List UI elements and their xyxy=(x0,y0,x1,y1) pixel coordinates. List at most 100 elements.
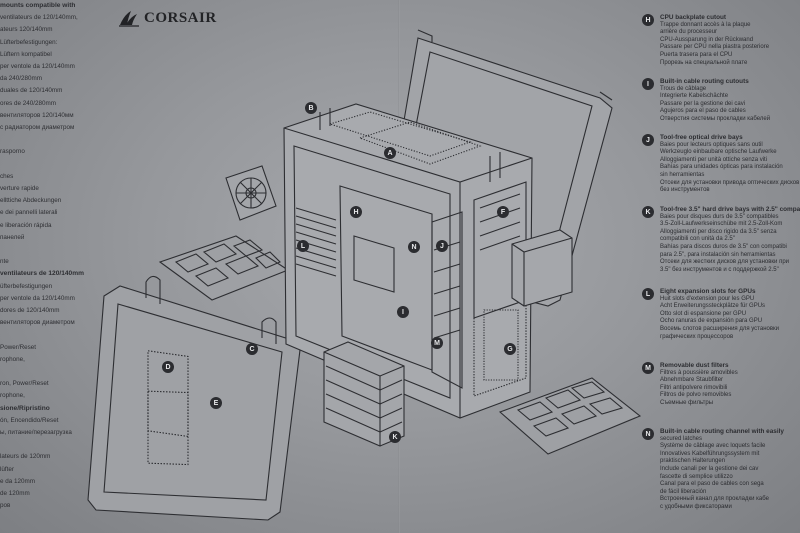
feature-line: Filtros de polvo removibles xyxy=(660,392,732,399)
callout-d: D xyxy=(162,361,174,373)
feature-line: Removable dust filters xyxy=(660,362,729,369)
feature-line: Filtri antipolvere rimovibili xyxy=(660,384,728,391)
feature-line: Ocho ranuras de expansión para GPU xyxy=(660,318,763,325)
left-side-panel xyxy=(87,275,301,521)
left-text-line: ров xyxy=(0,502,11,510)
left-text-line: e dei pannelli laterali xyxy=(0,209,58,217)
feature-line: Built-in cable routing channel with easi… xyxy=(660,428,784,435)
left-text-line: lateurs de 120mm xyxy=(0,453,51,461)
callout-a: A xyxy=(384,147,396,159)
feature-line: Отсеки для жестких дисков для установки … xyxy=(660,259,790,266)
feature-line: Baies pour disques durs de 3.5" compatib… xyxy=(660,213,779,220)
feature-line: Eight expansion slots for GPUs xyxy=(660,288,756,295)
feature-line: Canal para el paso de cables con sega xyxy=(660,481,764,488)
feature-line: Integrierte Kabelschächte xyxy=(660,93,729,100)
left-text-line: ores de 240/280mm xyxy=(0,99,57,107)
fan-unit xyxy=(225,165,277,221)
main-chassis xyxy=(283,103,533,419)
feature-line: fascette di semplice utilizzo xyxy=(660,473,733,480)
left-text-line: verture rapide xyxy=(0,185,39,192)
feature-line: compatibili con unità da 2.5" xyxy=(660,236,735,243)
callout-m: M xyxy=(431,337,443,349)
feature-line: Отверстия системы прокладки кабелей xyxy=(660,115,771,122)
feature-badge: I xyxy=(642,78,654,90)
left-text-line: ches xyxy=(0,172,14,180)
left-text-line: per ventole da 120/140mm xyxy=(0,294,75,302)
feature-line: 3.5" без инструментов и с поддержкой 2.5… xyxy=(660,266,779,273)
left-text-line: rophone, xyxy=(0,355,25,363)
left-text-line: Lüftern kompatibel xyxy=(0,50,52,58)
corsair-sails-icon xyxy=(119,11,139,27)
feature-line: с удобными фиксаторами xyxy=(660,503,732,510)
left-text-line: rophone, xyxy=(0,392,25,400)
feature-line: Baies pour lecteurs optiques sans outil xyxy=(660,141,763,148)
feature-line: Huit slots d'extension pour les GPU xyxy=(660,295,755,302)
left-text-line: sione/Ripristino xyxy=(0,404,50,412)
left-text-line: duales de 120/140mm xyxy=(0,87,63,95)
callout-l: L xyxy=(297,240,309,252)
feature-badge: J xyxy=(642,134,654,146)
feature-line: Отсеки для установки привода оптических … xyxy=(660,179,800,186)
brand-name: CORSAIR xyxy=(144,9,217,26)
feature-line: 3.5-Zoll-Laufwerkseinschübe mit 2.5-Zoll… xyxy=(660,221,783,228)
left-text-line: ventilateurs de 120/140mm, xyxy=(0,14,78,22)
left-text-line: ón, Encendido/Reset xyxy=(0,416,59,424)
feature-badge: N xyxy=(642,428,654,440)
feature-line: para 2.5", para instalación sin herramie… xyxy=(660,251,776,258)
feature-line: Прорезь на специальной плате xyxy=(660,59,748,66)
feature-badge: H xyxy=(642,14,654,26)
feature-line: Built-in cable routing cutouts xyxy=(660,78,749,85)
left-text-line: per ventole da 120/140mm xyxy=(0,63,75,70)
feature-line: Alloggiamenti per disco rigido da 3.5" s… xyxy=(660,228,777,235)
feature-line: Tool-free optical drive bays xyxy=(660,134,743,141)
optical-drive-sled xyxy=(511,229,573,307)
left-text-line: ventilateurs de 120/140mm xyxy=(0,270,84,278)
left-text-line: e liberación rápida xyxy=(0,221,52,229)
left-dust-filter xyxy=(158,235,290,301)
feature-line: Съемные фильтры xyxy=(660,399,714,406)
left-text-line: nte xyxy=(0,258,9,266)
feature-line: Trous de câblage xyxy=(660,85,707,92)
feature-line: Trappe donnant accès à la plaque xyxy=(660,21,751,28)
bottom-dust-filter xyxy=(498,377,642,455)
feature-badge: M xyxy=(642,362,654,374)
left-text-line: dores de 120/140mm xyxy=(0,307,60,314)
feature-line: Abnehmbare Staubfilter xyxy=(660,377,724,384)
feature-line: Filtres à poussière amovibles xyxy=(660,369,738,376)
feature-line: secured latches xyxy=(660,435,703,442)
left-text-line: вентиляторов 120/140мм xyxy=(0,111,74,119)
callout-j: J xyxy=(436,240,448,252)
left-text-line: Power/Reset xyxy=(0,343,37,351)
left-text-line: mounts compatible with xyxy=(0,2,76,9)
left-text-line: с радиатором диаметром xyxy=(0,124,75,131)
feature-line: графических процессоров xyxy=(660,333,734,340)
feature-line: Bahías para discos duros de 3.5" con com… xyxy=(660,243,787,250)
feature-line: Acht Erweiterungssteckplätze für GPUs xyxy=(660,303,766,310)
left-text-line: ateurs 120/140mm xyxy=(0,26,53,34)
feature-line: de fácil liberación xyxy=(660,488,707,495)
callout-e: E xyxy=(210,397,222,409)
feature-line: Восемь слотов расширения для установки xyxy=(660,325,780,332)
feature-line: Agujeros para el paso de cables xyxy=(660,108,746,115)
feature-line: arrière du processeur xyxy=(660,29,718,36)
left-text-line: üfterbefestigungen xyxy=(0,282,53,290)
feature-line: Include canali per la gestione dei cav xyxy=(660,465,759,472)
callout-k: K xyxy=(389,431,401,443)
feature-line: Passare per CPU nella piastra posteriore xyxy=(660,44,770,51)
callout-c: C xyxy=(246,343,258,355)
feature-line: sin herramientas xyxy=(660,171,705,178)
left-text-line: ron, Power/Reset xyxy=(0,380,49,388)
feature-line: CPU backplate cutout xyxy=(660,14,727,21)
left-text-line: панелей xyxy=(0,233,25,241)
feature-badge: K xyxy=(642,206,654,218)
left-text-line: ы, питание/перезагрузка xyxy=(0,429,72,436)
feature-line: Werkzeuglo einbaubare optische Laufwerke xyxy=(660,149,777,156)
left-text-line: de 120mm xyxy=(0,490,30,497)
left-text-line: e da 120mm xyxy=(0,477,36,485)
feature-line: Passare per la gestione dei cavi xyxy=(660,100,746,107)
left-text-line: rasporno xyxy=(0,148,25,156)
feature-line: praktischen Halterungen xyxy=(660,458,726,465)
corsair-logo: CORSAIR xyxy=(118,7,217,29)
